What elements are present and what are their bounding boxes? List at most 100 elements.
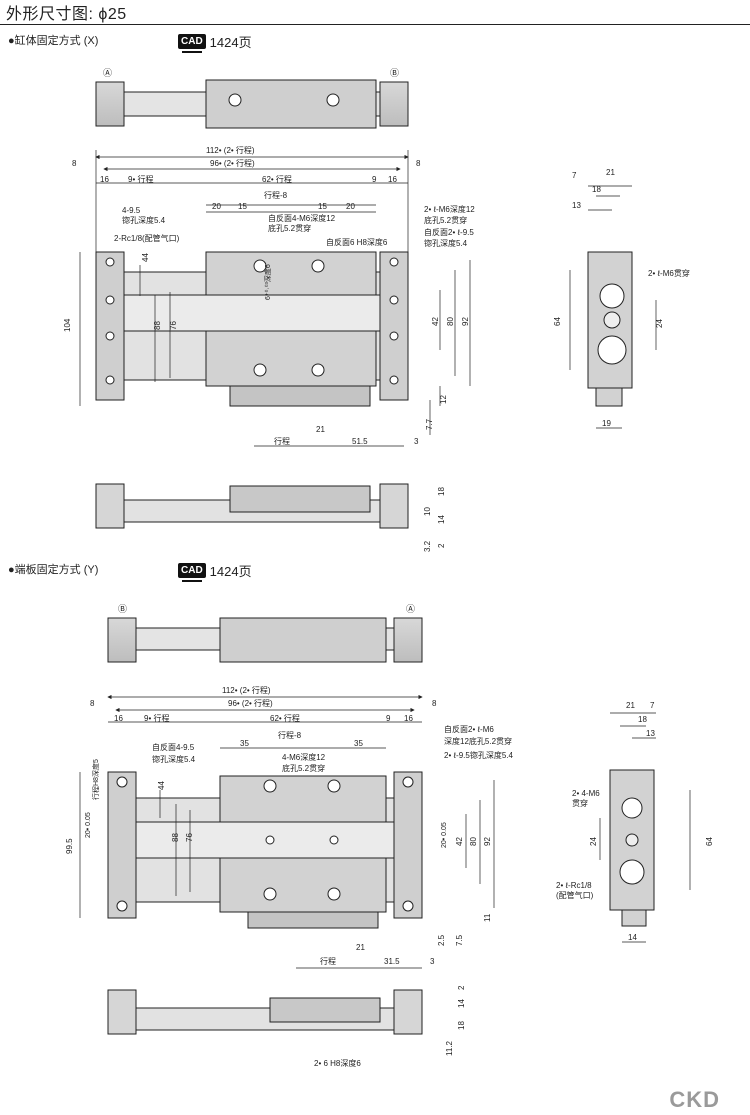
y-dim-h20a: 20• 0.05 xyxy=(85,812,92,838)
x-dim-l16: 16 xyxy=(100,175,109,184)
y-dim-e64: 64 xyxy=(705,837,714,846)
x-dim-h88: 88 xyxy=(153,321,162,330)
y-dim-l9: 9• 行程 xyxy=(144,713,169,723)
x-dim-e7: 7 xyxy=(572,171,577,180)
y-note-12: 2• 6 H8深度6 xyxy=(314,1058,361,1068)
x-dim-e19: 19 xyxy=(602,419,611,428)
y-note-7: 2• ℓ-9.5锪孔深度5.4 xyxy=(444,750,514,760)
x-note-6: 自反面6 H8深度6 xyxy=(326,237,388,247)
x-top-view xyxy=(95,79,409,129)
x-dim-20a: 20 xyxy=(212,202,221,211)
x-dim-b-stroke: 行程 xyxy=(274,436,290,446)
y-note-5: 自反面2• ℓ-M6 xyxy=(444,724,494,734)
y-dim-e18: 18 xyxy=(638,715,647,724)
y-dim-b315: 31.5 xyxy=(384,957,400,966)
y-dim-h11: 11 xyxy=(483,913,492,922)
y-dim-s14: 14 xyxy=(457,999,466,1008)
y-note-6: 深度12底孔5.2贯穿 xyxy=(444,736,512,746)
y-note-10: 2• ℓ-Rc1/8 xyxy=(556,881,592,890)
y-note-1: 自反面4-9.5 xyxy=(152,742,195,752)
y-dim-h76: 76 xyxy=(185,833,194,842)
y-note-2: 锪孔深度5.4 xyxy=(152,754,196,764)
y-dim-left8: 8 xyxy=(90,699,95,708)
x-dim-s18: 18 xyxy=(437,487,446,496)
x-dim-h77: 7.7 xyxy=(425,418,434,430)
x-dim-b515: 51.5 xyxy=(352,437,368,446)
y-dim-h80: 80 xyxy=(469,837,478,846)
ckd-logo: CKD xyxy=(669,1087,720,1112)
y-marker-a: Ⓐ xyxy=(406,604,415,614)
x-dim-h44: 44 xyxy=(141,253,150,262)
x-dim-20b: 20 xyxy=(346,202,355,211)
x-dim-h92: 92 xyxy=(461,317,470,326)
x-marker-a: Ⓐ xyxy=(103,68,112,78)
y-dim-b-stroke: 行程 xyxy=(320,956,336,966)
y-note-3: 4-M6深度12 xyxy=(282,752,326,762)
section-y-cad-link[interactable]: CAD 1424页 xyxy=(178,561,252,582)
x-note-4: 自反面4-M6深度12 xyxy=(268,213,336,223)
x-note-7: 2• ℓ-M6深度12 xyxy=(424,204,475,214)
x-dim-overall: 112• (2• 行程) xyxy=(206,145,255,155)
y-dim-h92: 92 xyxy=(483,837,492,846)
x-dim-h80: 80 xyxy=(446,317,455,326)
y-dim-s18: 18 xyxy=(457,1021,466,1030)
x-dim-inner: 96• (2• 行程) xyxy=(210,158,255,168)
x-marker-b: Ⓑ xyxy=(390,68,399,78)
y-dim-h42: 42 xyxy=(455,837,464,846)
x-dim-h42: 42 xyxy=(431,317,440,326)
cad-icon: CAD xyxy=(178,563,206,582)
x-dim-e13: 13 xyxy=(572,201,581,210)
x-note-5: 底孔5.2贯穿 xyxy=(268,223,311,233)
y-dim-inner: 96• (2• 行程) xyxy=(228,698,273,708)
y-side-view xyxy=(107,989,423,1035)
cad-page-ref: 1424页 xyxy=(209,35,252,50)
x-dim-b21: 21 xyxy=(316,425,325,434)
x-dim-depth6: 6⁺⁰·⁰³深度6 xyxy=(263,264,272,300)
x-dim-e18: 18 xyxy=(592,185,601,194)
x-dim-stroke-8: 行程-8 xyxy=(264,190,288,200)
y-note-4: 底孔5.2贯穿 xyxy=(282,763,325,773)
x-dim-l9: 9• 行程 xyxy=(128,174,153,184)
y-dim-s2: 2 xyxy=(457,985,466,990)
y-dim-e13: 13 xyxy=(646,729,655,738)
y-front-view xyxy=(107,771,423,929)
x-dim-left8: 8 xyxy=(72,159,77,168)
section-x-cad-link[interactable]: CAD 1424页 xyxy=(178,32,252,53)
x-note-9: 自反面2• ℓ-9.5 xyxy=(424,227,474,237)
x-note-10: 锪孔深度5.4 xyxy=(424,238,468,248)
y-dim-h44: 44 xyxy=(157,781,166,790)
x-dim-mid62: 62• 行程 xyxy=(262,174,292,184)
cad-page-ref: 1424页 xyxy=(209,564,252,579)
y-dim-b21: 21 xyxy=(356,943,365,952)
y-dim-h88: 88 xyxy=(171,833,180,842)
x-dim-r9: 9 xyxy=(372,175,377,184)
y-end-view xyxy=(609,769,655,927)
y-dim-e14: 14 xyxy=(628,933,637,942)
section-y-label: ●端板固定方式 (Y) xyxy=(8,564,99,576)
x-note-11: 2• ℓ-M6贯穿 xyxy=(648,268,690,278)
y-dim-h25: 2.5 xyxy=(437,934,446,946)
x-dim-right8: 8 xyxy=(416,159,421,168)
y-dim-h20b: 20• 0.05 xyxy=(441,822,448,848)
x-dim-e24: 24 xyxy=(655,319,664,328)
x-dim-r16: 16 xyxy=(388,175,397,184)
x-dim-s14: 14 xyxy=(437,515,446,524)
y-dim-overall: 112• (2• 行程) xyxy=(222,685,271,695)
y-marker-b: Ⓑ xyxy=(118,604,127,614)
x-dim-h104: 104 xyxy=(63,318,72,332)
x-note-3: 2-Rc1/8(配管气口) xyxy=(114,233,180,243)
x-end-view xyxy=(587,251,633,407)
x-dim-h12: 12 xyxy=(439,395,448,404)
x-dim-s10: 10 xyxy=(423,507,432,516)
y-dim-35b: 35 xyxy=(354,739,363,748)
y-dim-e7: 7 xyxy=(650,701,655,710)
x-dim-s2: 2 xyxy=(437,543,446,548)
y-dim-b3: 3 xyxy=(430,957,435,966)
y-dim-r16: 16 xyxy=(404,714,413,723)
x-dim-15a: 15 xyxy=(238,202,247,211)
page-title: 外形尺寸图: ϕ25 xyxy=(6,6,127,23)
y-dim-side-left: 行程H8深度5 xyxy=(91,759,100,800)
y-note-8: 2• 4-M6 xyxy=(572,789,600,798)
y-dim-e21: 21 xyxy=(626,701,635,710)
